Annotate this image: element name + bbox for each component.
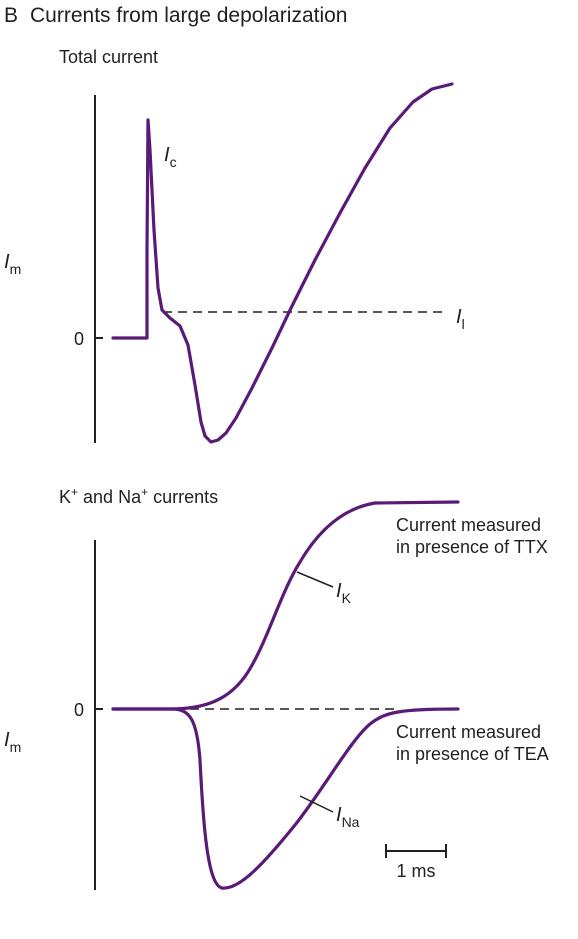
bottom-title-na-sup: + [141,485,148,499]
leak-current-label-main: I [456,306,462,328]
bottom-y-axis-label-sub: m [10,739,22,755]
top-y-axis-label-main: I [4,251,10,273]
bottom-title-k-sup: + [71,485,78,499]
bottom-title-mid: and Na [78,487,142,507]
bottom-title-k: K [59,487,71,507]
leak-current-label-sub: l [462,316,465,332]
capacitive-current-label-main: I [164,144,170,166]
sodium-current-label-main: I [336,804,342,826]
ttx-note-line2: in presence of TTX [396,537,548,557]
tea-note-line1: Current measured [396,722,541,742]
total-current-trace [111,82,454,444]
bottom-title-end: currents [148,487,218,507]
bottom-zero-label: 0 [74,700,84,720]
sodium-current-label-sub: Na [342,814,360,830]
sodium-current-trace [111,707,460,890]
potassium-current-label-main: I [336,580,342,602]
tea-note-line2: in presence of TEA [396,744,549,764]
panel-label: B [4,4,18,27]
capacitive-current-label-sub: c [170,154,177,170]
potassium-current-trace [111,500,460,711]
top-y-axis-label: Im [4,251,21,277]
top-zero-label: 0 [74,329,84,349]
capacitive-current-label: Ic [164,144,177,170]
leak-current-label: Il [456,306,465,332]
potassium-current-label-sub: K [342,590,352,606]
na-label-leader-line [299,795,334,813]
top-y-axis-label-sub: m [10,261,22,277]
k-label-leader-line [296,571,334,588]
figure-title: Currents from large depolarization [30,4,347,27]
sodium-current-label: INa [336,804,360,830]
bottom-y-axis-label: Im [4,729,21,755]
time-scale-bar [385,844,447,858]
potassium-current-label: IK [336,580,352,606]
bottom-panel-title: K+ and Na+ currents [59,485,218,507]
top-panel-title: Total current [59,47,158,67]
scale-bar-label: 1 ms [396,861,435,881]
bottom-y-axis-label-main: I [4,729,10,751]
ttx-note-line1: Current measured [396,515,541,535]
